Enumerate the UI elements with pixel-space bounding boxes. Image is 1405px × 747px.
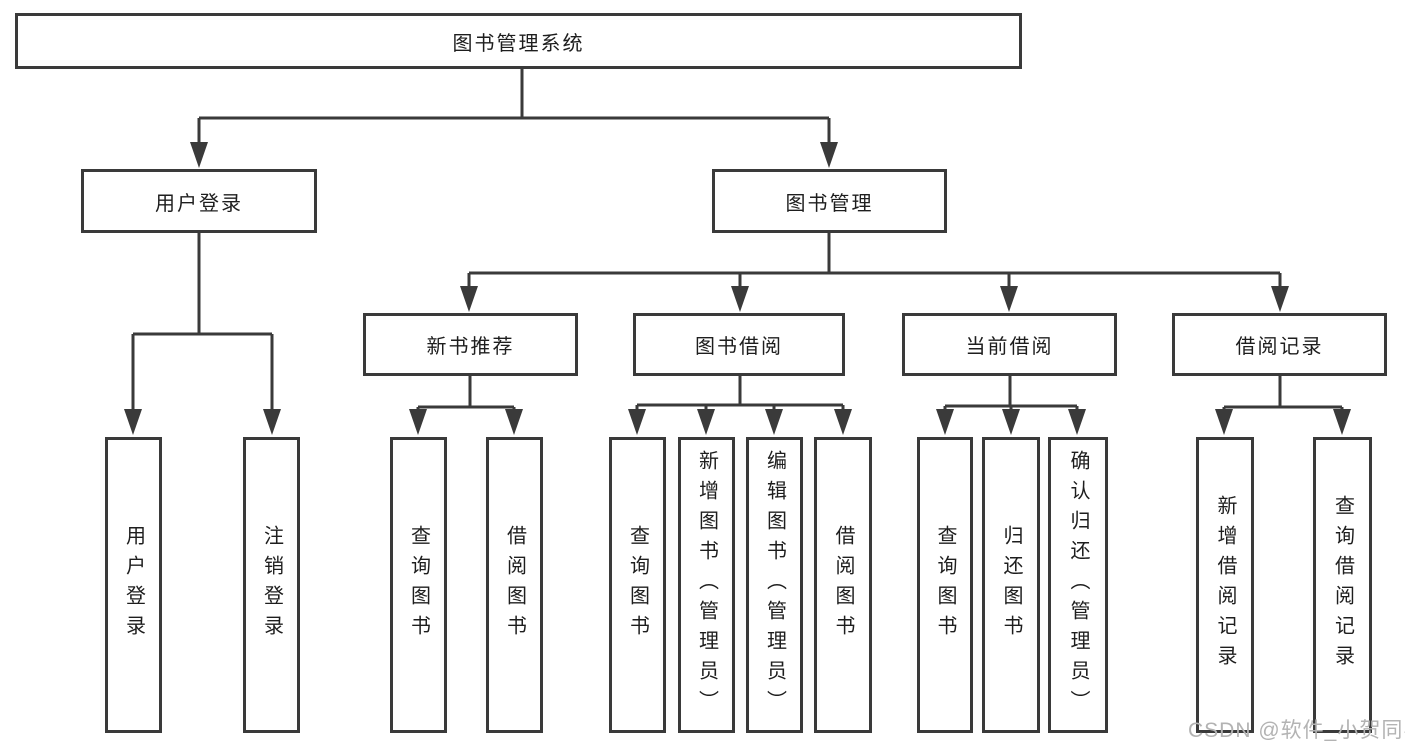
arrowhead: [765, 409, 783, 435]
node-label: 用户登录: [155, 192, 243, 215]
node-label: 用户登录: [122, 525, 145, 645]
arrowhead: [124, 409, 142, 435]
node-library-management-system: 图书管理系统: [15, 13, 1022, 69]
connector-borrowing-records-to-leaves: [1215, 376, 1351, 435]
csdn-watermark: CSDN @软件_小贺同学: [1188, 719, 1405, 742]
node-label: 新增图书（管理员）: [695, 450, 718, 720]
arrowhead: [409, 409, 427, 435]
arrowhead: [697, 409, 715, 435]
arrowhead: [190, 142, 208, 168]
connector-book-management-to-level2: [460, 233, 1289, 312]
leaf-query-books: 查询图书: [917, 437, 973, 733]
leaf-query-books: 查询图书: [609, 437, 666, 733]
leaf-confirm-return-admin: 确认归还（管理员）: [1048, 437, 1108, 733]
leaf-edit-books-admin: 编辑图书（管理员）: [746, 437, 803, 733]
arrowhead: [936, 409, 954, 435]
node-label: 编辑图书（管理员）: [763, 450, 786, 720]
node-label: 借阅图书: [832, 525, 854, 645]
node-label: 确认归还（管理员）: [1067, 450, 1089, 720]
arrowhead: [731, 286, 749, 312]
leaf-query-books: 查询图书: [390, 437, 447, 733]
connector-root-to-level1: [190, 69, 838, 168]
node-user-login: 用户登录: [81, 169, 317, 233]
node-label: 新书推荐: [426, 336, 515, 358]
arrowhead: [628, 409, 646, 435]
connector-user-login-to-leaves: [124, 233, 281, 435]
arrowhead: [1068, 409, 1086, 435]
leaf-return-books: 归还图书: [982, 437, 1040, 733]
connector-new-book-recommend-to-leaves: [409, 376, 523, 435]
node-borrowing-records: 借阅记录: [1172, 313, 1387, 376]
leaf-borrow-books: 借阅图书: [486, 437, 543, 733]
node-book-borrowing: 图书借阅: [633, 313, 845, 376]
node-label: 图书管理: [785, 192, 874, 215]
node-label: 新增借阅记录: [1214, 495, 1236, 675]
leaf-add-borrow-record: 新增借阅记录: [1196, 437, 1254, 733]
connector-current-borrowing-to-leaves: [936, 376, 1086, 435]
leaf-user-login: 用户登录: [105, 437, 162, 733]
leaf-borrow-books: 借阅图书: [814, 437, 872, 733]
node-label: 查询图书: [934, 525, 956, 645]
node-label: 借阅图书: [503, 525, 526, 645]
node-new-book-recommend: 新书推荐: [363, 313, 578, 376]
node-label: 借阅记录: [1235, 336, 1324, 358]
node-label: 查询借阅记录: [1331, 495, 1354, 675]
node-label: 当前借阅: [965, 336, 1054, 358]
node-label: 图书借阅: [695, 336, 783, 358]
leaf-add-books-admin: 新增图书（管理员）: [678, 437, 735, 733]
node-label: 注销登录: [260, 525, 283, 645]
node-label: 图书管理系统: [452, 32, 585, 55]
leaf-logout: 注销登录: [243, 437, 300, 733]
arrowhead: [1002, 409, 1020, 435]
node-current-borrowing: 当前借阅: [902, 313, 1117, 376]
node-book-management: 图书管理: [712, 169, 947, 233]
arrowhead: [820, 142, 838, 168]
arrowhead: [505, 409, 523, 435]
node-label: 归还图书: [1000, 525, 1022, 645]
arrowhead: [1333, 409, 1351, 435]
arrowhead: [460, 286, 478, 312]
leaf-query-borrow-record: 查询借阅记录: [1313, 437, 1372, 733]
arrowhead: [1271, 286, 1289, 312]
arrowhead: [263, 409, 281, 435]
arrowhead: [1215, 409, 1233, 435]
connector-book-borrowing-to-leaves: [628, 376, 852, 435]
node-label: 查询图书: [626, 525, 649, 645]
arrowhead: [1000, 286, 1018, 312]
arrowhead: [834, 409, 852, 435]
node-label: 查询图书: [407, 525, 430, 645]
